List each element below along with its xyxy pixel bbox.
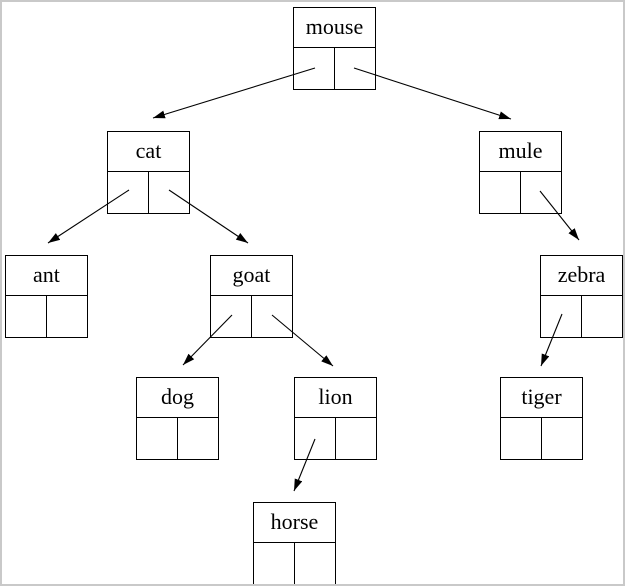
tree-node-goat: goat bbox=[210, 255, 293, 338]
right-pointer-cell-mouse bbox=[335, 48, 375, 90]
node-pointers-tiger bbox=[501, 417, 582, 460]
right-pointer-cell-tiger bbox=[542, 418, 582, 460]
node-label-goat: goat bbox=[211, 256, 292, 296]
node-label-mouse: mouse bbox=[294, 8, 375, 48]
right-pointer-cell-horse bbox=[295, 543, 335, 585]
right-pointer-cell-ant bbox=[47, 296, 87, 338]
node-pointers-dog bbox=[137, 417, 218, 460]
left-pointer-cell-goat bbox=[211, 295, 252, 337]
left-pointer-cell-tiger bbox=[501, 417, 542, 459]
tree-node-lion: lion bbox=[294, 377, 377, 460]
node-pointers-mouse bbox=[294, 47, 375, 90]
node-label-lion: lion bbox=[295, 378, 376, 418]
left-pointer-cell-horse bbox=[254, 542, 295, 584]
node-pointers-zebra bbox=[541, 295, 622, 338]
right-pointer-cell-goat bbox=[252, 296, 292, 338]
left-pointer-cell-ant bbox=[6, 295, 47, 337]
node-pointers-horse bbox=[254, 542, 335, 585]
node-pointers-goat bbox=[211, 295, 292, 338]
right-pointer-cell-cat bbox=[149, 172, 189, 214]
right-pointer-cell-mule bbox=[521, 172, 561, 214]
tree-node-dog: dog bbox=[136, 377, 219, 460]
node-label-mule: mule bbox=[480, 132, 561, 172]
tree-node-tiger: tiger bbox=[500, 377, 583, 460]
node-label-cat: cat bbox=[108, 132, 189, 172]
left-pointer-cell-lion bbox=[295, 417, 336, 459]
tree-node-ant: ant bbox=[5, 255, 88, 338]
node-label-horse: horse bbox=[254, 503, 335, 543]
tree-node-zebra: zebra bbox=[540, 255, 623, 338]
left-pointer-cell-cat bbox=[108, 171, 149, 213]
node-pointers-cat bbox=[108, 171, 189, 214]
node-label-tiger: tiger bbox=[501, 378, 582, 418]
tree-node-mouse: mouse bbox=[293, 7, 376, 90]
left-pointer-cell-dog bbox=[137, 417, 178, 459]
node-label-ant: ant bbox=[6, 256, 87, 296]
node-label-dog: dog bbox=[137, 378, 218, 418]
node-pointers-lion bbox=[295, 417, 376, 460]
node-pointers-ant bbox=[6, 295, 87, 338]
tree-node-horse: horse bbox=[253, 502, 336, 585]
right-pointer-cell-dog bbox=[178, 418, 218, 460]
right-pointer-cell-lion bbox=[336, 418, 376, 460]
tree-node-cat: cat bbox=[107, 131, 190, 214]
tree-node-mule: mule bbox=[479, 131, 562, 214]
left-pointer-cell-zebra bbox=[541, 295, 582, 337]
left-pointer-cell-mouse bbox=[294, 47, 335, 89]
right-pointer-cell-zebra bbox=[582, 296, 622, 338]
node-pointers-mule bbox=[480, 171, 561, 214]
node-label-zebra: zebra bbox=[541, 256, 622, 296]
left-pointer-cell-mule bbox=[480, 171, 521, 213]
